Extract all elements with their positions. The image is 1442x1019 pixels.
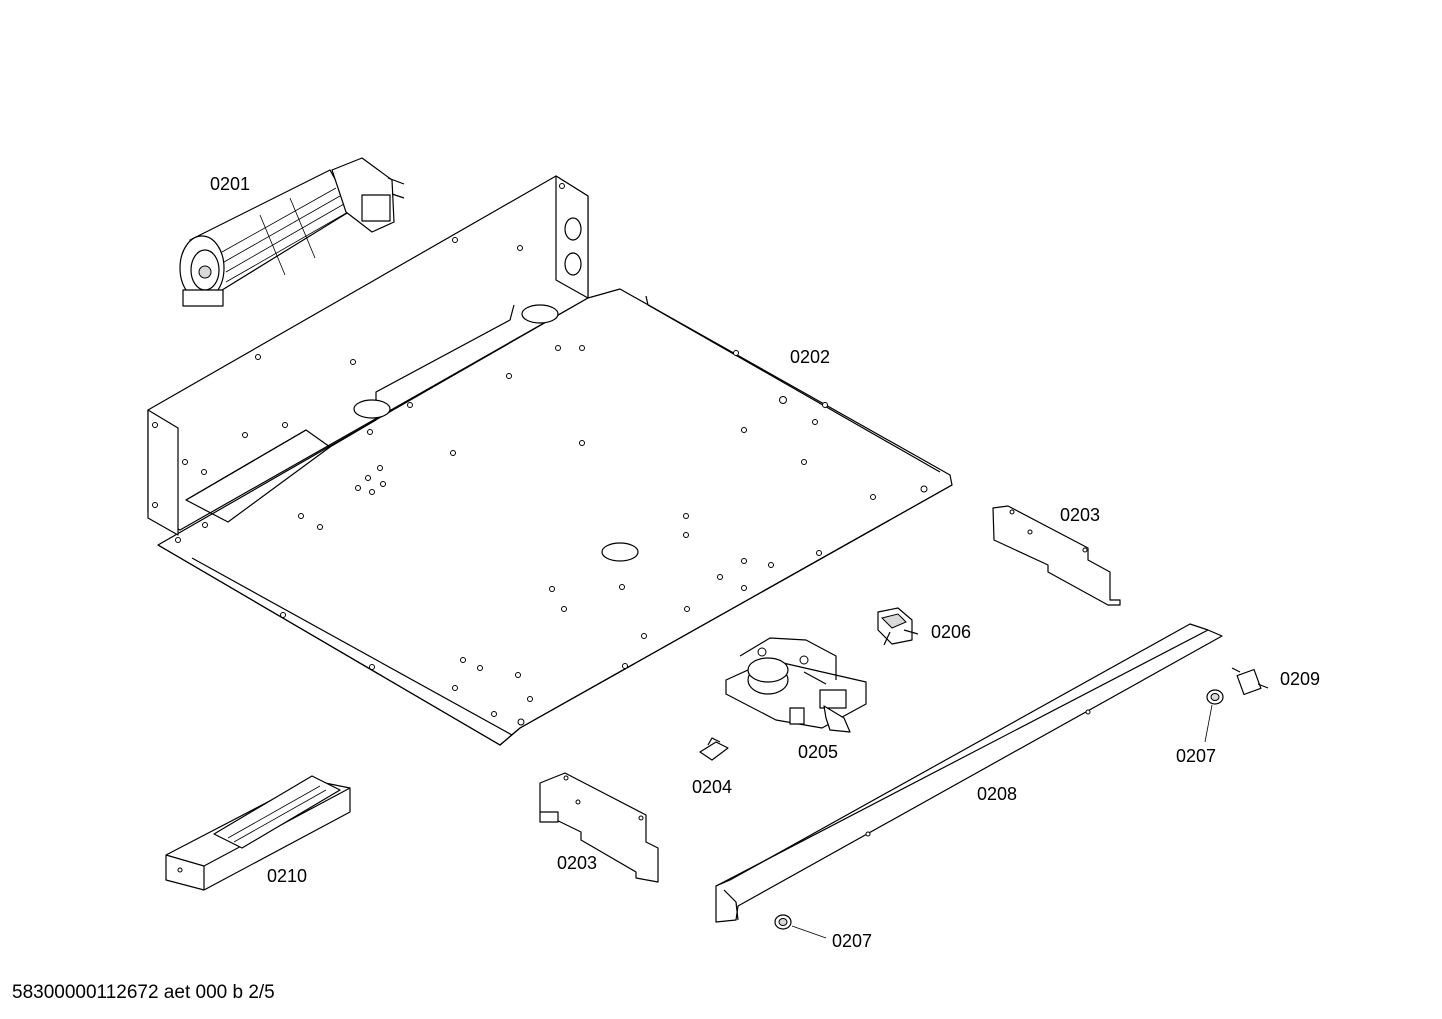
label-0203-bottom: 0203 [557,853,598,873]
label-0208: 0208 [977,784,1018,804]
label-0207-upper: 0207 [1176,746,1217,766]
part-0203-bracket-bottom[interactable] [539,772,659,883]
part-0207-grommet-upper[interactable] [1204,689,1224,743]
document-id: 58300000112672 aet 000 b 2/5 [12,982,275,1003]
part-0208-rail[interactable] [715,623,1223,923]
part-0210-cover-box[interactable] [165,775,351,891]
label-0207-lower: 0207 [832,931,873,951]
label-0210: 0210 [267,866,308,886]
part-0206-switch[interactable] [877,607,919,646]
part-0203-bracket-right[interactable] [992,505,1121,606]
part-0207-grommet-lower[interactable] [774,914,827,939]
part-0202-chassis[interactable] [147,175,953,746]
label-0202: 0202 [790,347,831,367]
label-0203-right: 0203 [1060,505,1101,525]
label-0201: 0201 [210,174,251,194]
label-0205: 0205 [798,742,839,762]
part-0204-clip[interactable] [699,737,729,761]
part-0201-fan-motor[interactable] [179,157,405,307]
label-0206: 0206 [931,622,972,642]
part-0205-door-lock[interactable] [725,637,867,733]
part-0209-cylinder[interactable] [1231,667,1269,696]
label-0209: 0209 [1280,669,1321,689]
label-0204: 0204 [692,777,733,797]
